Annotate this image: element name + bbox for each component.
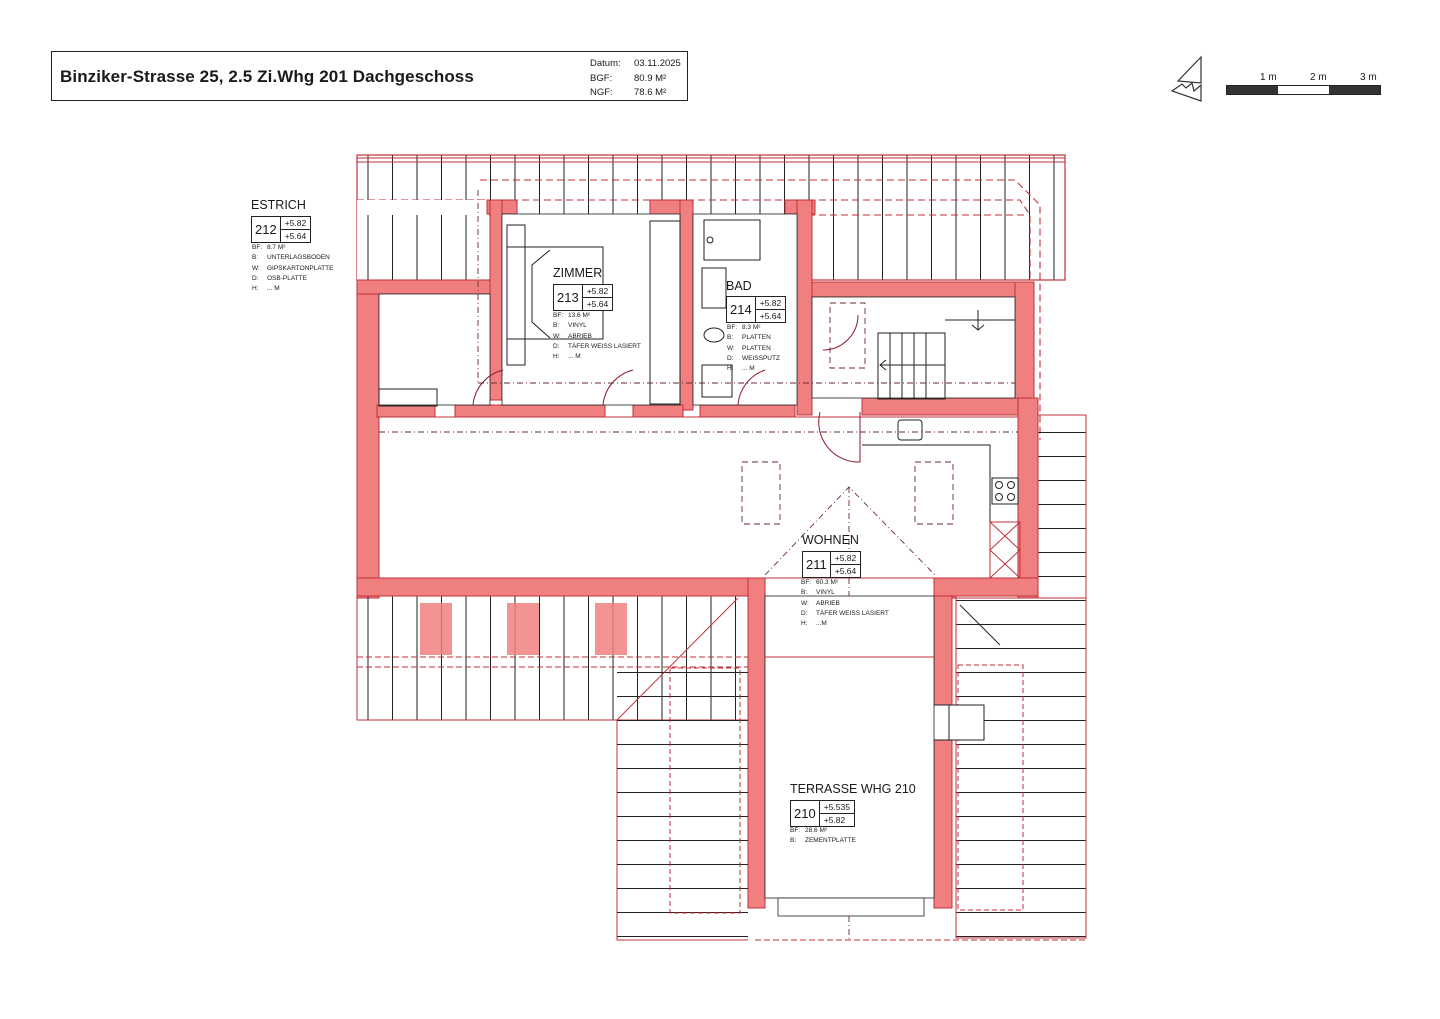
meta-date: Datum:03.11.2025 [590, 58, 681, 69]
room-name-terrasse: TERRASSE WHG 210 [790, 782, 916, 796]
north-arrow-icon [1170, 55, 1202, 102]
room-info-estrich: BF:8.7 M² B:UNTERLAGSBODEN W:GIPSKARTONP… [252, 244, 334, 293]
room-name-zimmer: ZIMMER [553, 266, 603, 280]
room-info-zimmer: BF:13.6 M² B:VINYL W:ABRIEB D:TÄFER WEIS… [553, 312, 641, 361]
room-name-wohnen: WOHNEN [802, 533, 859, 547]
doors [472, 314, 861, 463]
lower-roof-left [356, 595, 749, 941]
room-box-zimmer: 213 +5.82+5.64 [553, 284, 614, 311]
room-box-estrich: 212 +5.82+5.64 [251, 216, 312, 243]
room-box-wohnen: 211 +5.82+5.64 [802, 551, 862, 578]
scale-segment [1329, 86, 1380, 94]
title-block: Binziker-Strasse 25, 2.5 Zi.Whg 201 Dach… [51, 51, 688, 101]
room-name-bad: BAD [726, 279, 752, 293]
walls [356, 199, 1039, 909]
scale-segment [1278, 86, 1329, 94]
kitchen-fridge [989, 521, 1021, 579]
lower-roof-right [926, 414, 1087, 939]
room-box-bad: 214 +5.82+5.64 [726, 296, 787, 323]
terrace-area [764, 595, 935, 899]
room-info-bad: BF:8.3 M² B:PLATTEN W:PLATTEN D:WEISSPUT… [727, 324, 780, 373]
room-info-terrasse: BF:28.6 M² B:ZEMENTPLATTE [790, 827, 856, 845]
room-box-terrasse: 210 +5.535+5.82 [790, 800, 855, 827]
meta-bgf: BGF:80.9 M² [590, 72, 667, 84]
room-name-estrich: ESTRICH [251, 198, 306, 212]
plan-title: Binziker-Strasse 25, 2.5 Zi.Whg 201 Dach… [60, 67, 474, 86]
scale-bar: 1 m 2 m 3 m [1226, 72, 1381, 95]
scale-segment [1227, 86, 1278, 94]
room-info-wohnen: BF:60.3 M² B:VINYL W:ABRIEB D:TÄFER WEIS… [801, 579, 889, 628]
room-number: 212 [252, 217, 281, 242]
meta-ngf: NGF:78.6 M² [590, 87, 667, 98]
plan-meta: Datum:03.11.2025 BGF:80.9 M² NGF:78.6 M² [590, 57, 681, 101]
